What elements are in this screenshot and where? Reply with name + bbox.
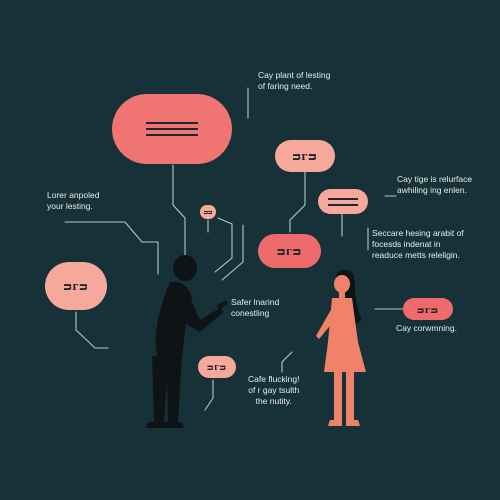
woman-figure <box>316 270 366 426</box>
connector-line <box>281 351 293 373</box>
man-silhouette <box>146 255 228 428</box>
bubble-glyph: ᴝᴦᴝ <box>277 244 302 259</box>
large-speech-bubble <box>112 94 232 164</box>
connector-line <box>64 221 159 275</box>
caption-left: Lorer anpoled your lesting. <box>47 190 100 211</box>
bubble-glyph: ᴝᴦᴝ <box>63 279 89 294</box>
connector-line <box>204 379 214 411</box>
text-bars-icon <box>146 122 198 136</box>
bubble-glyph: ᴝᴦᴝ <box>417 302 439 316</box>
caption-center: Safer lnarind conestling <box>231 297 280 318</box>
speech-bubble-top-right: ᴝᴦᴝ <box>275 140 335 172</box>
speech-bubble-right <box>318 189 368 214</box>
connector-line <box>172 164 186 261</box>
caption-far-right: Cay corwmning. <box>396 323 457 333</box>
speech-bubble-small: ᴝᴝ <box>200 205 216 219</box>
connector-line <box>75 311 109 349</box>
speech-bubble-far-right: ᴝᴦᴝ <box>403 298 453 320</box>
speech-bubble-center: ᴝᴦᴝ <box>258 234 321 268</box>
bubble-glyph: ᴝᴦᴝ <box>207 361 227 373</box>
text-bars-icon <box>328 197 358 206</box>
speech-bubble-lower: ᴝᴦᴝ <box>198 356 236 378</box>
caption-top: Cay plant of lesting of faring need. <box>258 70 331 91</box>
caption-right-mid: Seccare hesing arabit of focesds indenat… <box>372 228 464 260</box>
caption-right-top: Cay tige is relurface awhiling ing enlen… <box>397 174 473 195</box>
connector-line <box>289 171 306 233</box>
bubble-glyph: ᴝᴝ <box>203 208 213 216</box>
bubble-glyph: ᴝᴦᴝ <box>292 149 318 164</box>
connector-line <box>221 224 244 281</box>
caption-bottom: Cafe flucking! of r gay tsulth the nutit… <box>248 374 300 406</box>
connector-line <box>214 217 233 273</box>
speech-bubble-left: ᴝᴦᴝ <box>45 262 107 310</box>
